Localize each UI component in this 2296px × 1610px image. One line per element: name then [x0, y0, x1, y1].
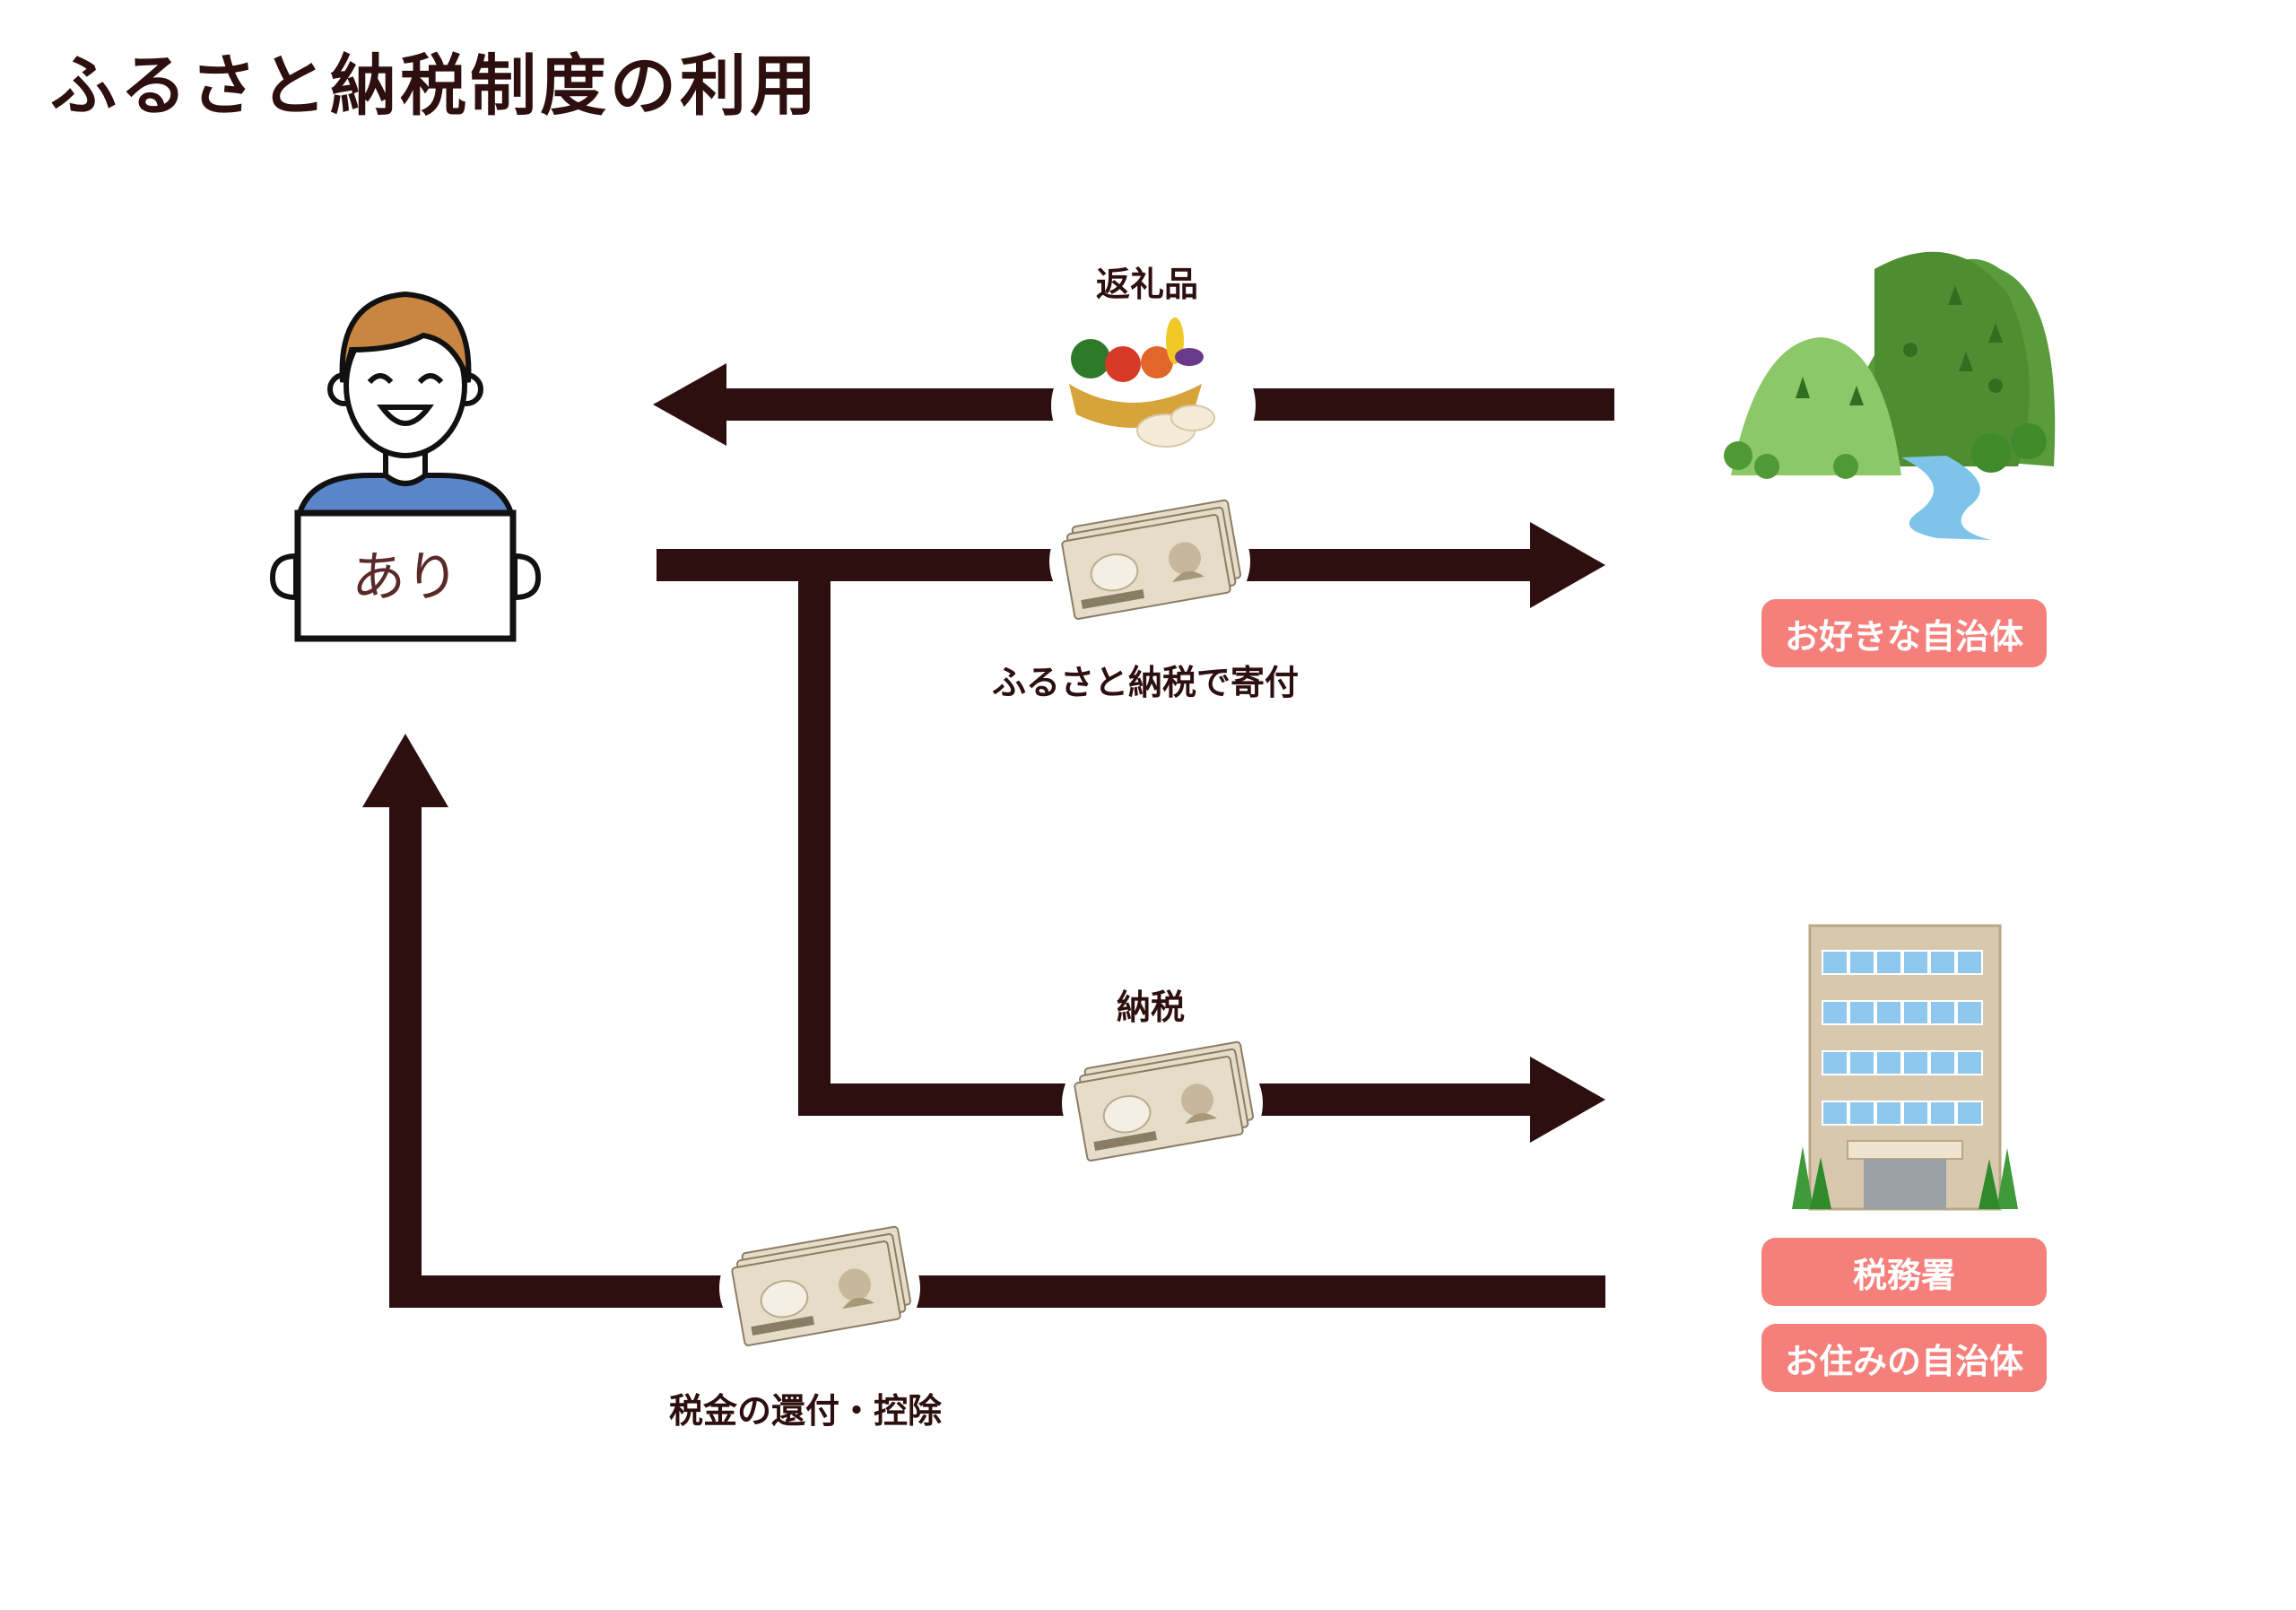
banknote-bundle-donation [1049, 488, 1250, 635]
tax-label: 納税 [1117, 987, 1186, 1027]
person-sign-text: あり [352, 546, 459, 609]
tax-arrow [798, 549, 1605, 1143]
home-municipality-badge: お住みの自治体 [1761, 1324, 2047, 1392]
favorite-municipality-badge: お好きな自治体 [1761, 599, 2047, 667]
page-title: ふるさと納税制度の利用 [50, 48, 820, 125]
refund-arrow [362, 734, 1605, 1308]
gift-basket-illustration [1051, 318, 1256, 483]
banknote-bundle-refund [719, 1214, 920, 1362]
refund-label: 税金の還付・控除 [669, 1390, 943, 1431]
banknote-bundle-tax [1062, 1030, 1263, 1177]
donation-label: ふるさと納税で寄付 [992, 662, 1300, 702]
person-sign-board [269, 509, 542, 642]
mountain-illustration [1724, 251, 2056, 540]
gift-label: 返礼品 [1096, 264, 1199, 304]
person-illustration [294, 291, 517, 523]
building-illustration [1792, 924, 2018, 1211]
tax-office-badge: 税務署 [1761, 1238, 2047, 1306]
